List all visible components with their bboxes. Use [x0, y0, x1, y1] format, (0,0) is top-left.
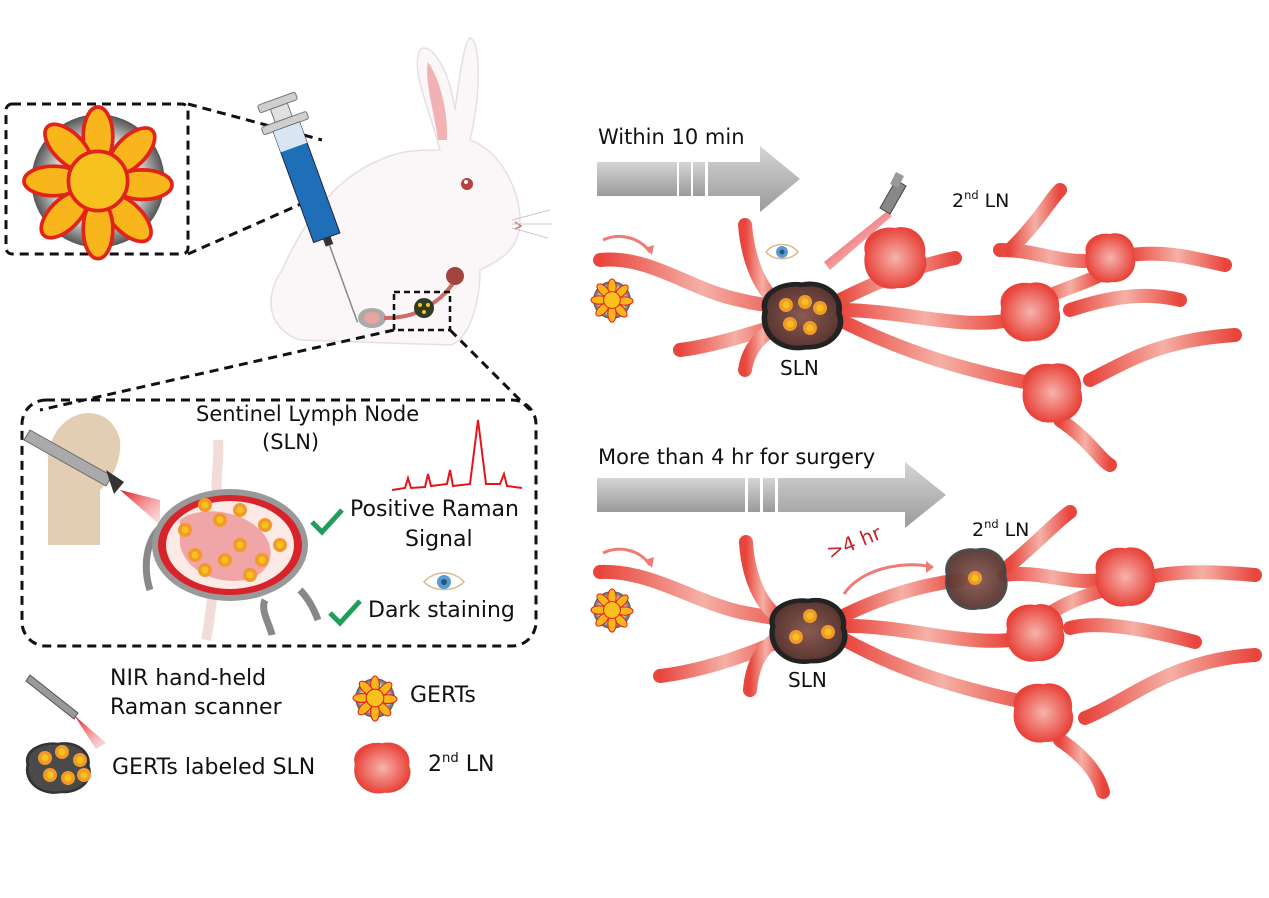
bottom-gert-icon: [590, 588, 634, 633]
migration-arrow: [842, 563, 933, 595]
top-second-ln-2: [1085, 233, 1136, 283]
top-eye-icon: [765, 243, 799, 260]
sln-title-line2: (SLN): [262, 430, 320, 454]
bottom-second-ln-3: [1006, 604, 1065, 662]
bottom-arrow-label: More than 4 hr for surgery: [598, 445, 876, 469]
legend-raman-scanner-icon: [25, 674, 106, 749]
check-raman-line2: Signal: [405, 527, 473, 552]
bottom-sln-label: SLN: [788, 668, 827, 692]
legend-gerts-label: GERTs: [410, 683, 476, 708]
top-time-arrow: [597, 146, 800, 212]
top-lymph-network: [593, 183, 1242, 472]
top-second-ln-label: 2nd LN: [952, 188, 1010, 212]
gert-inset-box: [4, 102, 323, 261]
check-icon-staining: [328, 599, 362, 627]
flow-arrow-top: [602, 235, 652, 253]
top-second-ln-4: [1022, 363, 1083, 423]
top-sln-label: SLN: [780, 356, 819, 380]
raman-scanner-in-hand-icon: [23, 429, 160, 525]
gert-particle-large-icon: [22, 105, 174, 261]
bottom-second-ln-4: [1013, 683, 1074, 743]
legend-second-ln-icon: [354, 742, 411, 794]
legend-labeled-sln-label: GERTs labeled SLN: [112, 755, 316, 780]
legend-gerts-icon: [352, 675, 398, 722]
syringe-icon: [257, 91, 359, 323]
legend-scanner-line1: NIR hand-held: [110, 666, 267, 691]
bottom-second-ln-label: 2nd LN: [972, 517, 1030, 541]
top-gert-icon: [590, 278, 634, 323]
bottom-lymph-network: [593, 505, 1262, 799]
legend-second-ln-label: 2nd LN: [428, 750, 495, 777]
flow-arrow-bottom: [602, 547, 652, 566]
raman-spectrum-icon: [391, 419, 523, 491]
top-second-ln-1: [864, 227, 927, 289]
legend-scanner-line2: Raman scanner: [110, 695, 282, 720]
rabbit-illustration: [270, 37, 552, 346]
top-sln-node: [764, 284, 840, 348]
top-arrow-label: Within 10 min: [598, 125, 745, 149]
bottom-second-ln-2: [1095, 547, 1156, 607]
check-raman-line1: Positive Raman: [350, 497, 519, 522]
sln-cross-section-icon: [142, 439, 322, 641]
bottom-time-arrow: [597, 462, 946, 528]
laser-beam: [120, 490, 160, 525]
sln-detail-box: [20, 398, 538, 648]
top-raman-scanner-icon: [824, 172, 907, 270]
check-icon-raman: [310, 508, 344, 536]
check-staining-label: Dark staining: [368, 598, 515, 623]
eye-icon: [422, 572, 466, 591]
hand-icon: [47, 413, 121, 545]
sln-title-line1: Sentinel Lymph Node: [196, 402, 420, 426]
top-second-ln-3: [1000, 282, 1061, 342]
